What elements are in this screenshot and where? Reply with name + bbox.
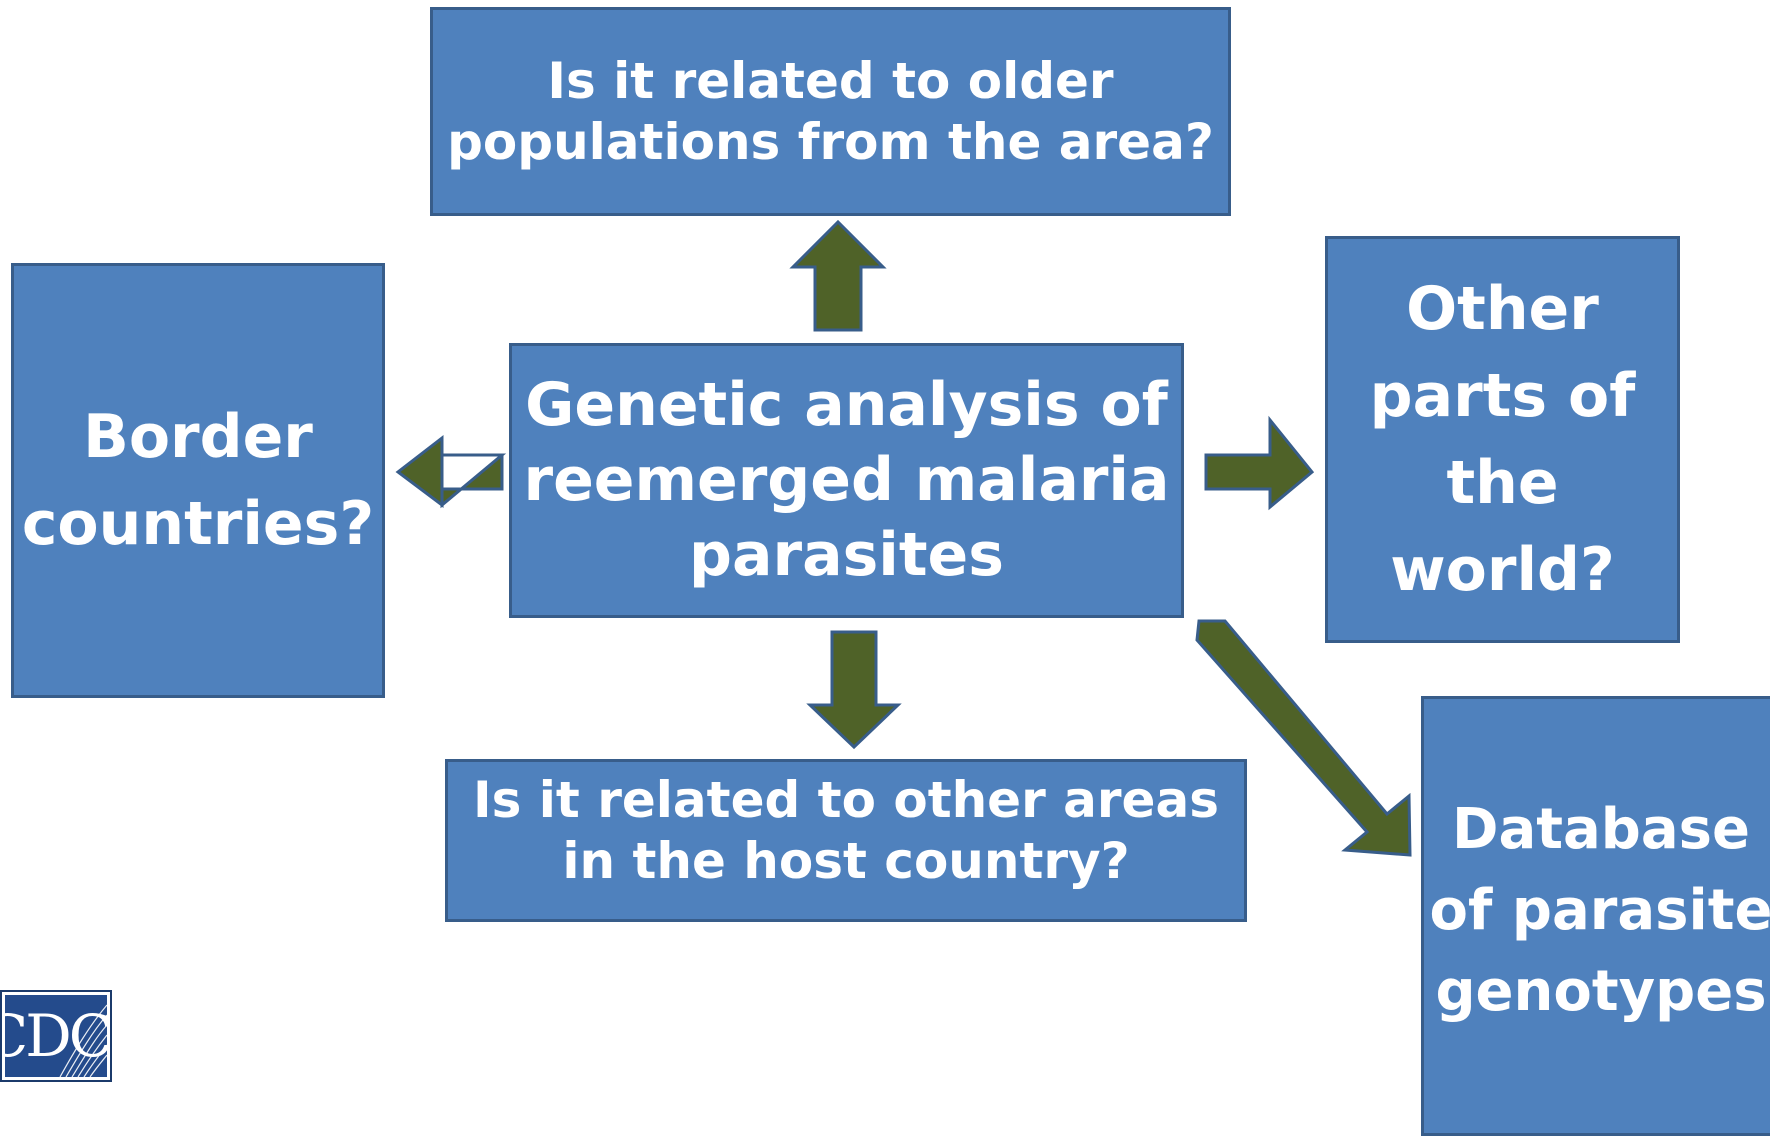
- parasite-database-line-3: genotypes: [1435, 959, 1767, 1025]
- arrow-right-icon: [1204, 415, 1315, 511]
- cdc-logo-text: CDC: [5, 1002, 107, 1070]
- border-countries-line-2: countries?: [21, 488, 375, 559]
- older-populations-line-1: Is it related to older: [547, 51, 1114, 110]
- cdc-logo: CDC: [0, 990, 112, 1082]
- older-populations-box: Is it related to older populations from …: [430, 7, 1231, 216]
- logo-swoosh-icon: [59, 1004, 107, 1077]
- older-populations-line-2: populations from the area?: [447, 112, 1214, 171]
- other-areas-box: Is it related to other areas in the host…: [445, 759, 1247, 922]
- arrow-down-icon: [806, 630, 902, 750]
- genetic-analysis-box: Genetic analysis of reemerged malaria pa…: [509, 343, 1184, 618]
- genetic-analysis-line-3: parasites: [689, 520, 1004, 590]
- other-parts-of-world-box: Other parts of the world?: [1325, 236, 1680, 643]
- genetic-analysis-line-1: Genetic analysis of: [525, 370, 1168, 440]
- other-parts-line-2: parts of: [1369, 360, 1636, 431]
- parasite-database-line-2: of parasite: [1429, 878, 1770, 944]
- arrow-left-icon: [395, 434, 507, 509]
- other-areas-line-1: Is it related to other areas: [473, 771, 1219, 829]
- other-parts-line-3: the: [1446, 447, 1559, 518]
- arrow-up-icon: [789, 219, 887, 332]
- other-areas-line-2: in the host country?: [562, 832, 1130, 890]
- genetic-analysis-line-2: reemerged malaria: [523, 445, 1170, 515]
- border-countries-line-1: Border: [83, 401, 313, 472]
- other-parts-line-1: Other: [1406, 273, 1599, 344]
- other-parts-line-4: world?: [1390, 534, 1615, 605]
- parasite-database-line-1: Database: [1451, 797, 1750, 862]
- border-countries-box: Border countries?: [11, 263, 385, 698]
- parasite-database-box: Database of parasite genotypes: [1421, 696, 1770, 1136]
